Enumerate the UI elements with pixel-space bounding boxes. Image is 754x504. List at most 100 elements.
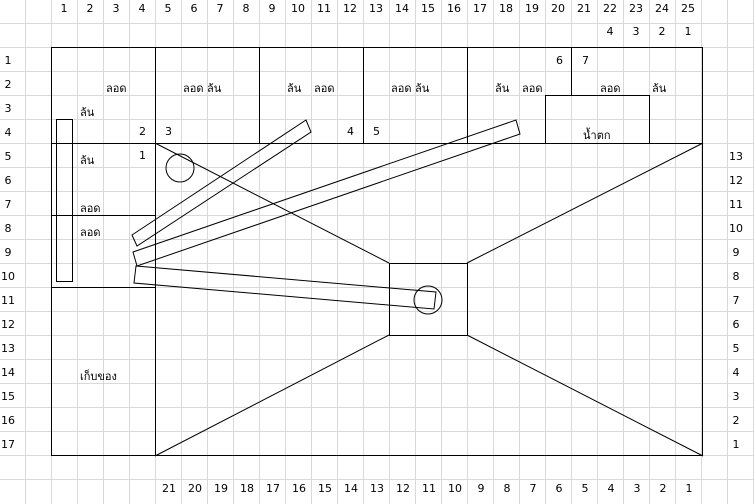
top-right-number: 3	[633, 25, 640, 38]
top-column-number: 9	[269, 2, 276, 15]
top-column-number: 20	[551, 2, 565, 15]
bottom-number: 5	[582, 482, 589, 495]
right-side-number: 2	[733, 414, 740, 427]
label-kep-khong: เก็บของ	[80, 369, 117, 383]
left-row-number: 1	[5, 54, 12, 67]
board-number-7: 7	[582, 54, 589, 67]
left-row-number: 12	[1, 318, 15, 331]
right-side-number: 1	[733, 438, 740, 451]
bottom-number: 9	[478, 482, 485, 495]
left-row-number: 17	[1, 438, 15, 451]
right-side-number: 7	[733, 294, 740, 307]
left-row-number: 14	[1, 366, 15, 379]
bottom-number: 14	[344, 482, 358, 495]
bottom-number: 10	[448, 482, 462, 495]
left-row-number: 4	[5, 126, 12, 139]
board-labels: ลอด ล้น ล้น ลอด ลอด ลอด ล้น ล้น ลอด ลอด …	[80, 54, 667, 383]
top-column-number: 1	[61, 2, 68, 15]
bottom-number: 21	[162, 482, 176, 495]
top-column-number: 25	[681, 2, 695, 15]
right-side-number: 4	[733, 366, 740, 379]
top-column-number: 7	[217, 2, 224, 15]
bottom-number: 18	[240, 482, 254, 495]
bottom-number: 16	[292, 482, 306, 495]
top-column-number: 24	[655, 2, 669, 15]
label-lon-2: ล้น	[80, 154, 95, 167]
label-lon-4: ล้น	[495, 82, 510, 95]
bottom-number: 20	[188, 482, 202, 495]
left-row-number: 6	[5, 174, 12, 187]
left-row-number: 11	[1, 294, 15, 307]
left-row-number: 2	[5, 78, 12, 91]
top-column-number: 12	[343, 2, 357, 15]
top-right-number: 1	[685, 25, 692, 38]
top-column-number: 18	[499, 2, 513, 15]
board-number-6: 6	[556, 54, 563, 67]
board-number-3: 3	[165, 125, 172, 138]
top-column-number: 5	[165, 2, 172, 15]
label-lod-4: ลอด	[314, 82, 335, 95]
top-column-number: 10	[291, 2, 305, 15]
label-lod-6: ลอด	[600, 82, 621, 95]
left-row-number: 15	[1, 390, 15, 403]
left-row-number: 7	[5, 198, 12, 211]
board-number-2: 2	[139, 125, 146, 138]
label-lod-2: ลอด	[80, 202, 101, 215]
left-row-number: 8	[5, 222, 12, 235]
top-column-number: 22	[603, 2, 617, 15]
bottom-number: 8	[504, 482, 511, 495]
right-side-number: 12	[729, 174, 743, 187]
bottom-number: 2	[660, 482, 667, 495]
top-right-number: 4	[607, 25, 614, 38]
top-column-number: 4	[139, 2, 146, 15]
left-row-number: 3	[5, 102, 12, 115]
label-lod-3: ลอด	[80, 226, 101, 239]
label-lon-1: ล้น	[80, 106, 95, 119]
right-side-number: 6	[733, 318, 740, 331]
top-column-number: 15	[421, 2, 435, 15]
left-row-number: 16	[1, 414, 15, 427]
top-column-number: 14	[395, 2, 409, 15]
bottom-number: 13	[370, 482, 384, 495]
board-outline	[51, 47, 704, 457]
label-lon-3: ล้น	[287, 82, 302, 95]
top-column-number: 17	[473, 2, 487, 15]
top-column-number: 8	[243, 2, 250, 15]
right-side-number: 3	[733, 390, 740, 403]
top-column-number: 16	[447, 2, 461, 15]
bottom-number: 1	[686, 482, 693, 495]
right-side-number: 11	[729, 198, 743, 211]
right-side-number: 9	[733, 246, 740, 259]
right-side-number: 8	[733, 270, 740, 283]
bottom-number: 12	[396, 482, 410, 495]
label-lod-1: ลอด	[106, 82, 127, 95]
top-column-number: 13	[369, 2, 383, 15]
bottom-number: 6	[556, 482, 563, 495]
left-row-number: 5	[5, 150, 12, 163]
bottom-number: 17	[266, 482, 280, 495]
top-column-number: 11	[317, 2, 331, 15]
left-row-number: 13	[1, 342, 15, 355]
bottom-number: 19	[214, 482, 228, 495]
right-side-number: 13	[729, 150, 743, 163]
top-column-number: 23	[629, 2, 643, 15]
left-row-number: 9	[5, 246, 12, 259]
bottom-number: 7	[530, 482, 537, 495]
label-nam-tok: น้ำตก	[583, 127, 611, 142]
top-column-number: 19	[525, 2, 539, 15]
label-lod-lon-2: ลอด ล้น	[391, 82, 430, 95]
label-lod-5: ลอด	[522, 82, 543, 95]
right-side-number: 5	[733, 342, 740, 355]
top-column-number: 2	[87, 2, 94, 15]
top-right-number: 2	[659, 25, 666, 38]
top-right-numbers: 4 3 2 1	[607, 25, 692, 38]
board-number-1: 1	[139, 149, 146, 162]
top-column-number: 6	[191, 2, 198, 15]
label-lon-5: ล้น	[652, 82, 667, 95]
